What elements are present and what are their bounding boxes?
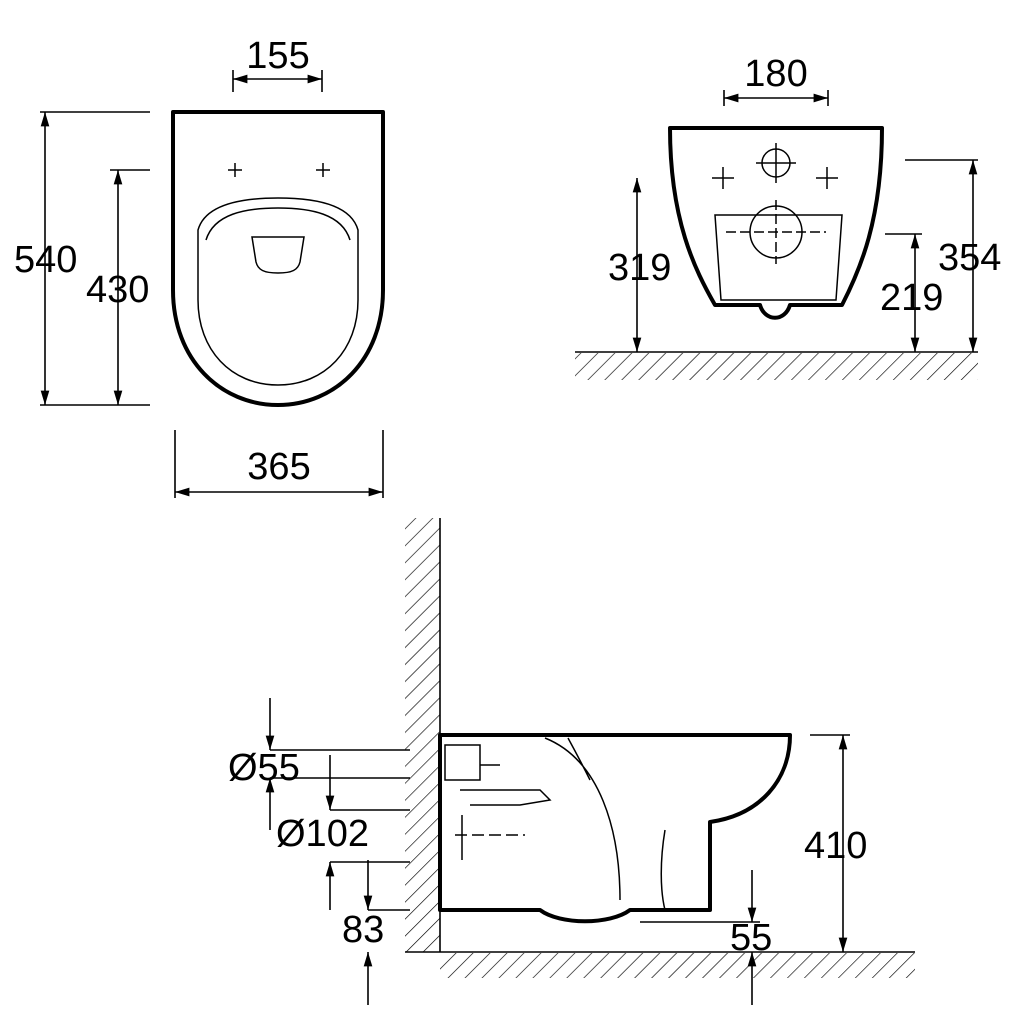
floor-hatch: [575, 353, 978, 380]
dim-319: 319: [608, 247, 671, 289]
rear-view: 180 319 354 219: [575, 53, 1001, 380]
dim-540: 540: [14, 239, 77, 281]
flush-opening: [251, 236, 305, 274]
bowl-outline: [171, 110, 385, 407]
floor-hatch: [440, 953, 915, 978]
dim-155: 155: [246, 35, 309, 77]
dim-430: 430: [86, 269, 149, 311]
dim-diameter-102: Ø102: [276, 813, 369, 855]
dim-354: 354: [938, 237, 1001, 279]
wall-hatch: [405, 518, 440, 952]
dim-410: 410: [804, 825, 867, 867]
rear-outline: [668, 126, 884, 320]
dim-180: 180: [744, 53, 807, 95]
top-view: 155 540 430 365: [14, 35, 385, 498]
side-view: Ø55 Ø102 83 410 55: [228, 518, 915, 1005]
dim-83: 83: [342, 909, 384, 951]
dim-365: 365: [247, 446, 310, 488]
fixing-mark: [228, 163, 330, 177]
seat-outline: [197, 197, 359, 386]
dim-diameter-55: Ø55: [228, 747, 300, 789]
dim-219: 219: [880, 277, 943, 319]
side-outline: [438, 733, 792, 924]
dim-55: 55: [730, 917, 772, 959]
